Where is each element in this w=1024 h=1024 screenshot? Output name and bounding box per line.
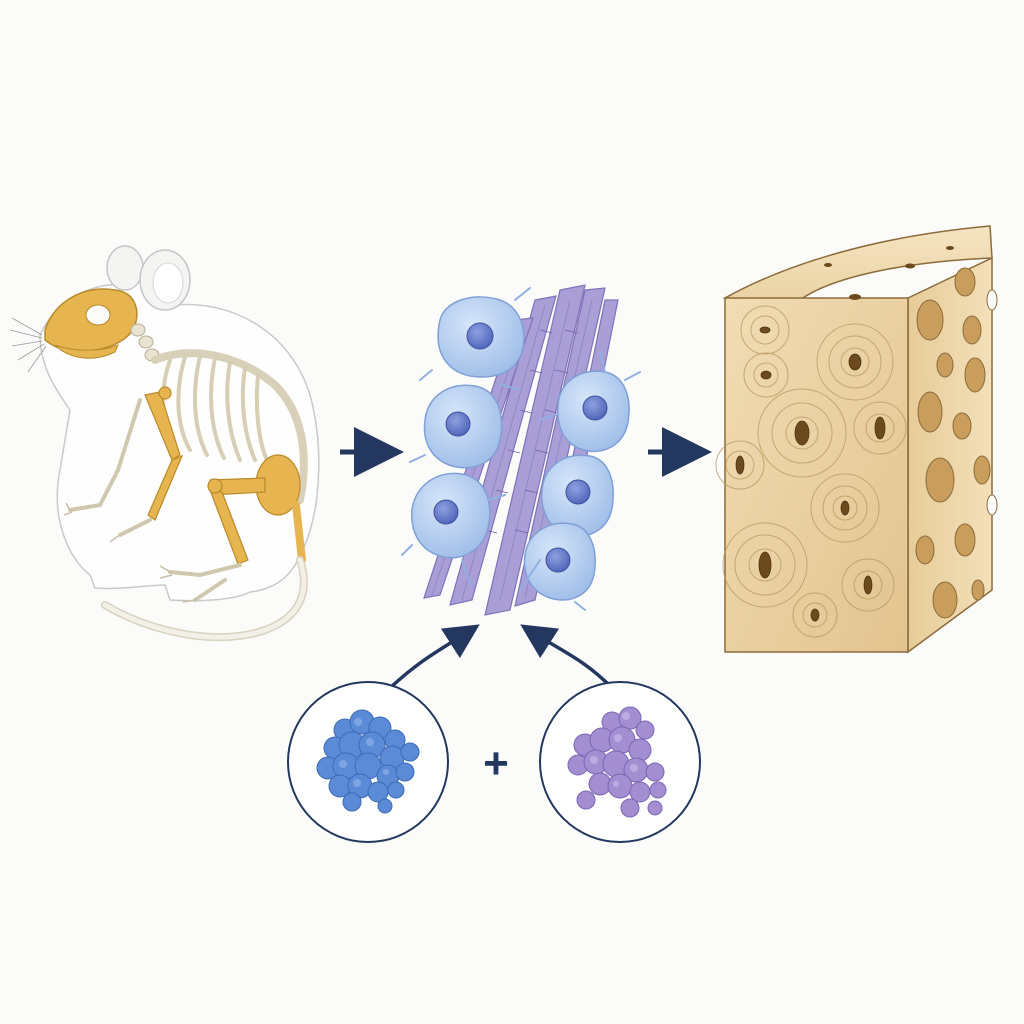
blue-protein-icon — [287, 681, 449, 843]
arrow-blue-protein-to-tissue — [388, 624, 480, 690]
plus-operator: + — [483, 739, 509, 788]
mouse-skeleton-icon — [9, 245, 320, 642]
bone-block-icon — [715, 225, 998, 654]
purple-protein-icon — [539, 681, 701, 843]
cells-and-collagen-fibers-icon — [401, 284, 641, 616]
arrow-purple-protein-to-tissue — [520, 624, 614, 690]
